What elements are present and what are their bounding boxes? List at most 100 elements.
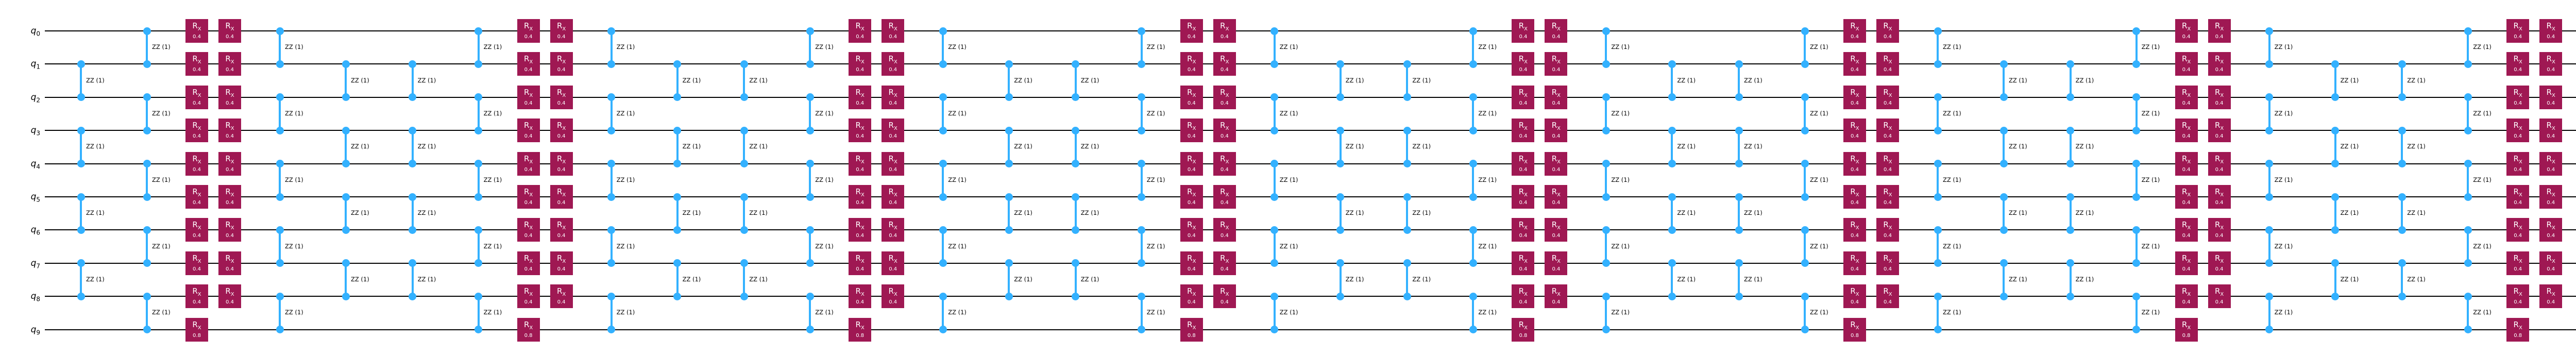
rx-gate-angle: 0.4	[856, 100, 865, 106]
zz-gate-label: ZZ (1)	[1677, 209, 1696, 217]
rx-symbol-letter: R	[1187, 319, 1193, 329]
rx-symbol-letter: R	[1187, 286, 1193, 296]
zz-connector	[2069, 263, 2072, 297]
zz-gate-label: ZZ (1)	[1677, 76, 1696, 84]
zz-connector	[809, 31, 811, 64]
zz-control-dot	[740, 292, 748, 300]
rx-gate-symbol: RX	[2514, 287, 2522, 299]
rx-gate-angle: 0.4	[524, 200, 533, 206]
zz-control-dot	[2066, 160, 2075, 168]
rx-gate-symbol: RX	[2514, 22, 2522, 33]
rx-gate-symbol: RX	[2547, 221, 2555, 232]
rx-gate-symbol: RX	[1220, 155, 1229, 166]
rx-symbol-letter: R	[523, 154, 530, 163]
zz-control-dot	[2464, 326, 2472, 334]
qubit-name: q	[30, 324, 37, 335]
zz-gate-label: ZZ (1)	[2407, 143, 2426, 150]
rx-symbol-letter: R	[2181, 54, 2188, 64]
rx-gate-angle: 0.4	[1884, 100, 1892, 106]
zz-connector	[1273, 296, 1276, 330]
zz-control-dot	[2464, 292, 2472, 300]
zz-control-dot	[2132, 193, 2141, 201]
rx-symbol-letter: R	[1551, 253, 1557, 263]
rx-gate-angle: 0.4	[226, 200, 234, 206]
rx-symbol-letter: R	[1518, 54, 1524, 64]
rx-gate-symbol: RX	[2547, 188, 2555, 199]
zz-gate-label: ZZ (1)	[1412, 209, 1431, 217]
rx-gate-angle: 0.4	[2215, 100, 2224, 106]
rx-gate-angle: 0.4	[226, 100, 234, 106]
zz-gate-label: ZZ (1)	[483, 309, 502, 316]
zz-connector	[2135, 31, 2138, 64]
zz-connector	[1605, 296, 1607, 330]
zz-gate-label: ZZ (1)	[483, 110, 502, 117]
rx-symbol-letter: R	[2181, 21, 2188, 30]
rx-gate-angle: 0.4	[1884, 166, 1892, 173]
zz-gate-label: ZZ (1)	[1146, 176, 1165, 183]
rx-gate-angle: 0.4	[2182, 34, 2191, 40]
zz-control-dot	[1270, 93, 1279, 102]
rx-symbol-subscript: X	[529, 92, 533, 98]
rx-gate-angle: 0.4	[1187, 100, 1196, 106]
rx-symbol-subscript: X	[1225, 26, 1229, 32]
rx-gate-angle: 0.8	[193, 332, 201, 339]
rx-gate-angle: 0.4	[889, 34, 897, 40]
zz-connector	[1140, 230, 1143, 263]
rx-gate-symbol: RX	[856, 155, 865, 166]
zz-control-dot	[2066, 193, 2075, 201]
rx-gate-angle: 0.4	[2215, 133, 2224, 140]
zz-control-dot	[939, 259, 947, 267]
rx-symbol-letter: R	[2181, 220, 2188, 230]
zz-control-dot	[409, 60, 417, 68]
rx-symbol-letter: R	[2513, 121, 2519, 130]
zz-control-dot	[409, 292, 417, 300]
zz-control-dot	[1270, 60, 1279, 68]
rx-gate-symbol: RX	[1187, 188, 1196, 199]
rx-gate-angle: 0.4	[557, 200, 566, 206]
zz-connector	[1738, 130, 1740, 164]
rx-gate-angle: 0.4	[1884, 299, 1892, 306]
rx-symbol-subscript: X	[1524, 26, 1528, 32]
rx-symbol-subscript: X	[1855, 126, 1859, 132]
zz-control-dot	[2066, 93, 2075, 102]
rx-symbol-subscript: X	[2551, 225, 2555, 231]
zz-control-dot	[276, 326, 284, 334]
qubit-index: 7	[36, 262, 40, 270]
zz-connector	[1074, 263, 1077, 297]
zz-gate-label: ZZ (1)	[1943, 110, 1961, 117]
qubit-label-q9: q9	[0, 323, 40, 339]
rx-symbol-subscript: X	[1557, 92, 1561, 98]
zz-gate-label: ZZ (1)	[2274, 309, 2293, 316]
zz-gate-label: ZZ (1)	[1677, 143, 1696, 150]
rx-symbol-letter: R	[523, 21, 530, 30]
zz-control-dot	[1602, 326, 1610, 334]
qubit-name: q	[30, 26, 37, 36]
rx-symbol-letter: R	[855, 220, 861, 230]
zz-control-dot	[1138, 60, 1146, 68]
zz-control-dot	[2265, 93, 2274, 102]
rx-gate-symbol: RX	[856, 121, 865, 133]
rx-symbol-letter: R	[1850, 154, 1856, 163]
zz-connector	[2135, 296, 2138, 330]
zz-control-dot	[1072, 160, 1080, 168]
zz-control-dot	[342, 126, 350, 134]
rx-symbol-subscript: X	[2518, 59, 2522, 65]
rx-gate-angle: 0.4	[193, 166, 201, 173]
zz-gate-label: ZZ (1)	[2009, 209, 2027, 217]
zz-gate-label: ZZ (1)	[2009, 143, 2027, 150]
rx-symbol-subscript: X	[1855, 292, 1859, 298]
rx-gate-symbol: RX	[2215, 221, 2224, 232]
